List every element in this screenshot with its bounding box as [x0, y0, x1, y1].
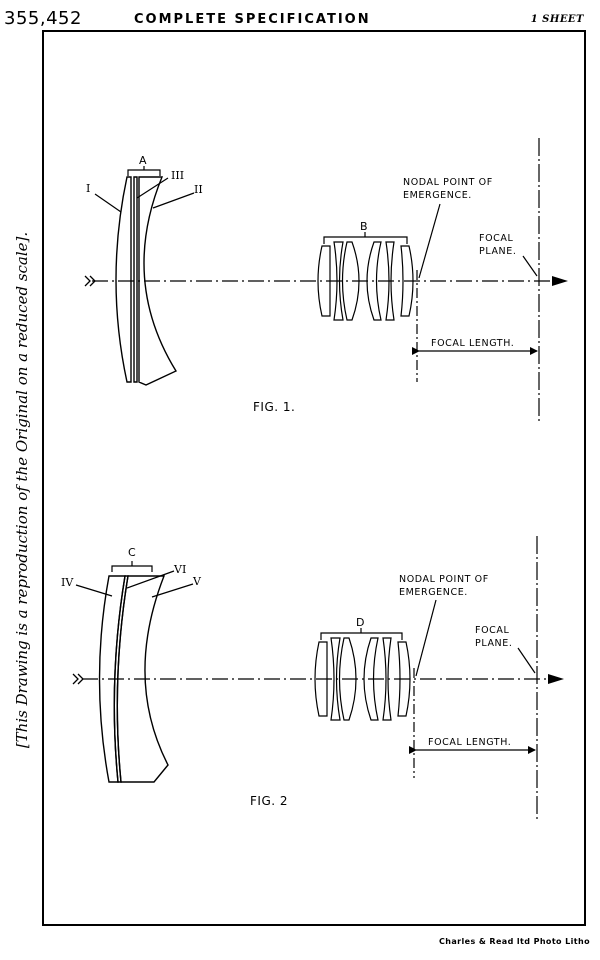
lens-b-4 — [366, 241, 382, 321]
group-d-label: D — [356, 616, 364, 629]
focal-plane-label-1-line2: PLANE. — [479, 246, 516, 257]
element-label-V: V — [192, 575, 202, 588]
lens-d-4 — [363, 637, 379, 721]
lens-element-V — [116, 575, 169, 783]
focal-length-label-1: FOCAL LENGTH. — [431, 338, 514, 349]
lens-b-2 — [333, 241, 344, 321]
axis-start-mark-fig1 — [84, 275, 96, 287]
lens-b-6 — [400, 245, 414, 317]
printer-credit: Charles & Read ltd Photo Litho — [439, 937, 590, 946]
lens-d-3 — [338, 637, 357, 721]
axis-arrowhead-fig1 — [552, 276, 568, 286]
sheet-count: 1 SHEET — [530, 14, 584, 25]
lens-element-I — [115, 176, 132, 383]
group-b-label: B — [360, 220, 368, 233]
lens-d-1 — [314, 641, 328, 717]
nodal-leader-fig2 — [415, 599, 437, 677]
document-title: COMPLETE SPECIFICATION — [134, 12, 371, 27]
group-d-bracket — [320, 628, 403, 640]
figure-2 — [72, 536, 564, 822]
lens-b-3 — [341, 241, 360, 321]
leader-IV — [75, 584, 113, 597]
focal-plane-leader-fig1 — [522, 255, 538, 277]
figure-1 — [84, 138, 568, 422]
focal-plane-label-2-line2: PLANE. — [475, 638, 512, 649]
group-c-label: C — [128, 546, 136, 559]
nodal-point-label-1-line1: NODAL POINT OF — [403, 177, 493, 188]
lens-d-2 — [330, 637, 341, 721]
nodal-point-label-2-line2: EMERGENCE. — [399, 587, 468, 598]
figure-1-caption: FIG. 1. — [253, 400, 295, 414]
group-b-bracket — [323, 232, 408, 244]
lens-element-II — [138, 176, 178, 386]
element-label-III: III — [171, 169, 184, 182]
focal-plane-label-2-line1: FOCAL — [475, 625, 509, 636]
leader-I — [94, 193, 122, 213]
lens-d-5 — [382, 637, 392, 721]
lens-b-5 — [385, 241, 395, 321]
leader-VI — [126, 570, 175, 589]
group-a-label: A — [139, 154, 147, 167]
element-label-I: I — [86, 182, 90, 195]
patent-number: 355,452 — [4, 8, 82, 29]
element-label-IV: IV — [61, 576, 74, 589]
lens-d-6 — [397, 641, 411, 717]
leader-V — [151, 583, 194, 598]
element-label-II: II — [194, 183, 203, 196]
element-label-VI: VI — [173, 563, 186, 576]
focal-plane-label-1-line1: FOCAL — [479, 233, 513, 244]
focal-plane-leader-fig2 — [517, 647, 536, 674]
leader-III — [136, 177, 169, 199]
leader-II — [152, 192, 195, 209]
lens-b-1 — [317, 245, 331, 317]
axis-start-mark-fig2 — [72, 673, 84, 685]
focal-length-label-2: FOCAL LENGTH. — [428, 737, 511, 748]
nodal-point-label-2-line1: NODAL POINT OF — [399, 574, 489, 585]
drawing-frame — [42, 30, 586, 926]
nodal-leader-fig1 — [418, 203, 441, 279]
axis-arrowhead-fig2 — [548, 674, 564, 684]
lens-element-III — [133, 176, 138, 383]
nodal-point-label-1-line2: EMERGENCE. — [403, 190, 472, 201]
figure-2-caption: FIG. 2 — [250, 794, 288, 808]
group-a-bracket — [127, 166, 161, 176]
group-c-bracket — [111, 561, 153, 572]
